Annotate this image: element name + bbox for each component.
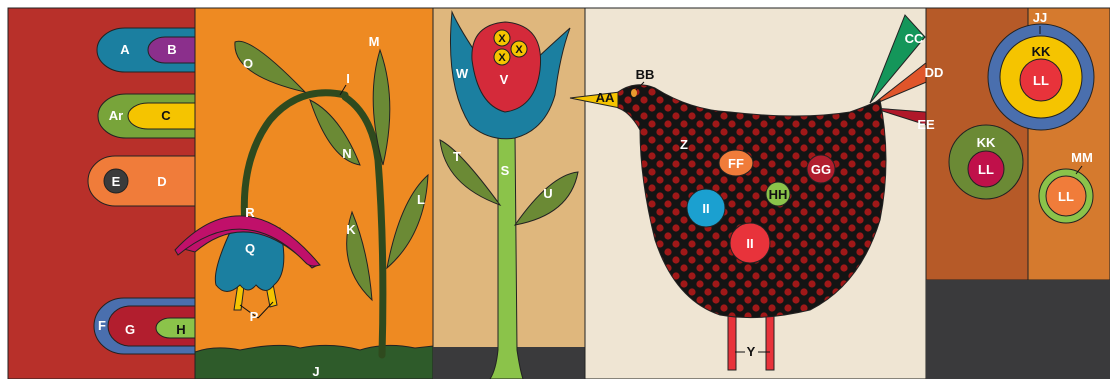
- label-z: Z: [680, 137, 688, 152]
- bird-eye-bb: [631, 89, 637, 97]
- label-u: U: [543, 186, 552, 201]
- label-kk-top: KK: [1032, 44, 1051, 59]
- label-ee: EE: [917, 117, 935, 132]
- leg-left: [728, 310, 736, 370]
- panel-tan: [433, 8, 585, 379]
- label-r: R: [245, 205, 255, 220]
- label-s: S: [501, 163, 510, 178]
- label-cc: CC: [905, 31, 924, 46]
- label-x-3: X: [498, 52, 506, 64]
- label-q: Q: [245, 241, 255, 256]
- label-x-1: X: [498, 33, 506, 45]
- label-o: O: [243, 56, 253, 71]
- panel-orange-bg: [195, 8, 433, 379]
- label-v: V: [500, 72, 509, 87]
- label-p: P: [250, 309, 259, 324]
- label-ii-red: II: [746, 236, 753, 251]
- label-l: L: [417, 192, 425, 207]
- label-mm: MM: [1071, 150, 1093, 165]
- label-e: E: [112, 174, 121, 189]
- panel-rust: [926, 8, 1110, 379]
- label-hh: HH: [769, 187, 788, 202]
- label-ll-top: LL: [1033, 73, 1049, 88]
- label-ii-blue: II: [702, 201, 709, 216]
- label-d: D: [157, 174, 166, 189]
- label-k: K: [346, 222, 356, 237]
- label-ar: Ar: [109, 108, 123, 123]
- label-t: T: [453, 149, 461, 164]
- label-ll-mm: LL: [1058, 189, 1074, 204]
- label-w: W: [456, 66, 469, 81]
- label-j: J: [312, 364, 319, 379]
- label-a: A: [120, 42, 130, 57]
- label-x-2: X: [515, 44, 523, 56]
- label-jj: JJ: [1033, 10, 1047, 25]
- label-n: N: [342, 146, 351, 161]
- label-y: Y: [747, 344, 756, 359]
- label-h: H: [176, 322, 185, 337]
- label-aa: AA: [596, 90, 615, 105]
- label-i: I: [346, 71, 350, 86]
- label-f: F: [98, 318, 106, 333]
- rust-ground: [926, 280, 1110, 379]
- label-ll-mid: LL: [978, 162, 994, 177]
- label-m: M: [369, 34, 380, 49]
- label-gg: GG: [811, 162, 831, 177]
- panel-cream: [570, 8, 965, 379]
- label-bb: BB: [636, 67, 655, 82]
- label-kk-mid: KK: [977, 135, 996, 150]
- label-ff: FF: [728, 156, 744, 171]
- panel-orange: [175, 8, 433, 379]
- label-c: C: [161, 108, 171, 123]
- leg-right: [766, 310, 774, 370]
- label-dd: DD: [925, 65, 944, 80]
- label-b: B: [167, 42, 176, 57]
- label-g: G: [125, 322, 135, 337]
